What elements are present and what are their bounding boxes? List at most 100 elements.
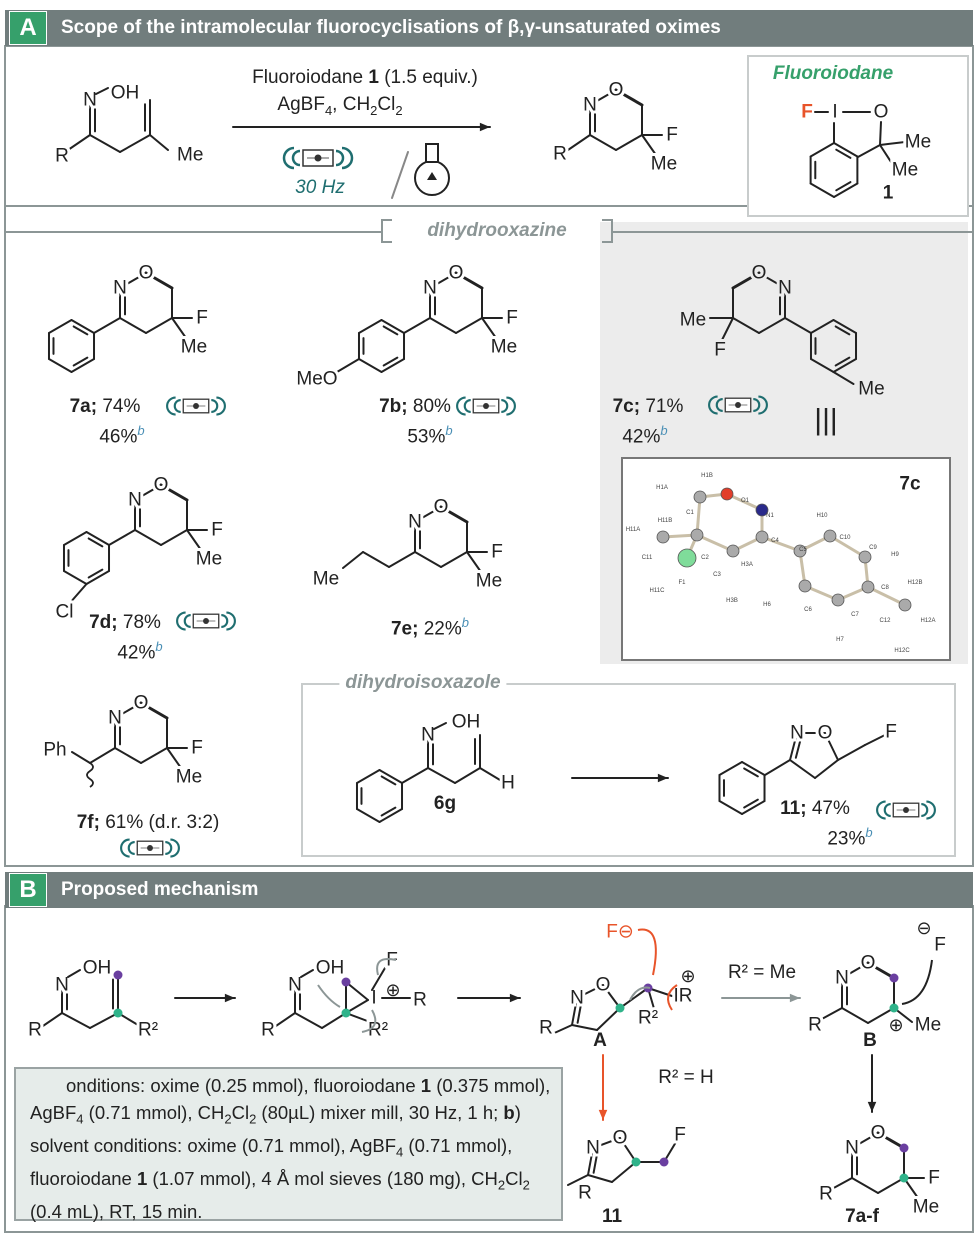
bond [71,583,88,601]
sound-wave [120,838,130,858]
bond [835,148,852,159]
text-segment: 2 [249,1111,257,1127]
atom-label: N [583,95,597,116]
dihydroisoxazole-box [301,683,956,857]
atom-label: R² [368,1020,388,1041]
bond [355,769,381,784]
bond [758,272,786,289]
bond [89,747,116,764]
bond [378,808,404,823]
atom-label: F⊖ [606,922,634,943]
crystal-atom-label: N1 [766,513,774,519]
text-segment: 2 [370,102,378,118]
atom-marker-dot [113,1008,123,1018]
sound-wave [753,397,761,413]
bond [380,358,406,373]
bond [388,551,416,568]
text-segment: 2 [395,102,403,118]
atom-label: Me [905,132,931,153]
bond [832,358,858,373]
text-segment: (0.71 mmol), CH [83,1101,225,1123]
bond [71,751,91,764]
bond [166,747,182,769]
crystal-atom-label: H12A [920,618,935,624]
bond [619,987,649,1009]
bond [357,319,383,334]
atom-ball [798,579,812,593]
bond [731,271,761,290]
text-segment: Fluoroiodane [252,67,369,88]
bond [589,134,617,151]
bond [743,767,759,778]
arrow-head [509,993,520,1003]
bond [602,984,621,1009]
atom-marker-dot [631,1157,641,1167]
r2-h-label: R² = H [658,1067,714,1088]
bond [401,767,429,784]
dihydrooxazine-label: dihydrooxazine [423,220,571,242]
sound-wave [211,398,219,414]
sound-wave [165,840,173,856]
bond [335,358,360,373]
sound-wave [501,398,509,414]
atom-ball [861,580,875,594]
atom-label: O [449,263,464,284]
bond [93,317,121,334]
bond [592,1137,621,1149]
crystal-atom-label: C1 [686,510,694,516]
bond [455,317,483,334]
bond [429,317,457,334]
sound-wave [291,149,301,167]
atom-marker-dot [899,1173,909,1183]
text-segment: ) solvent conditions: oxime (0.71 mmol),… [30,1101,521,1156]
bond [828,534,867,559]
crystal-atom-label: C7 [851,612,859,618]
ball-mill-icon [456,396,516,416]
ball-mill-icon [176,611,236,631]
curved-arrow [637,928,657,976]
atom-label: F [885,722,897,743]
atom-label: N [790,723,804,744]
bond [837,744,866,761]
atom-label: R [808,1015,822,1036]
bond [47,358,73,373]
dihydroisoxazole-label: dihydroisoxazole [339,672,507,694]
bond [134,484,162,501]
atom-marker-dot [899,1143,909,1153]
atom-label: N [83,90,97,111]
atom-label: R² [138,1020,158,1041]
bond [829,1177,853,1191]
bond [466,551,482,573]
reagent-line-2: AgBF4, CH2Cl2 [277,94,402,122]
bond [615,134,643,151]
atom-label: H [501,773,515,794]
bond [764,759,791,776]
mill-ball [147,845,153,851]
atom-ball [693,490,707,504]
compound-7c-yield-b: 42%b [622,423,668,448]
bond [741,800,766,815]
atom-label: OH [452,712,481,733]
crystal-atom-label: C11 [642,555,653,561]
atom-label: N [108,708,122,729]
curved-arrow [376,958,397,976]
intermediate-b-label: B [863,1030,877,1051]
text-segment: Cl [377,94,396,115]
atom-label: R [578,1183,592,1204]
atom-label: OH [83,958,112,979]
atom-ball [831,593,845,607]
crystal-atom-label: C8 [881,585,889,591]
bond [866,961,896,980]
bond [819,1007,843,1021]
bond [72,356,89,367]
curved-arrow [361,1009,377,1033]
bond [145,317,173,334]
atom-label: O [154,475,169,496]
atom-label: ⊕ [680,966,695,986]
bond [809,142,835,158]
atom-marker-dot [113,970,123,980]
atom-label: F [506,308,518,329]
bond [114,747,142,764]
atom-label: Me [176,767,202,788]
bond [119,272,147,289]
